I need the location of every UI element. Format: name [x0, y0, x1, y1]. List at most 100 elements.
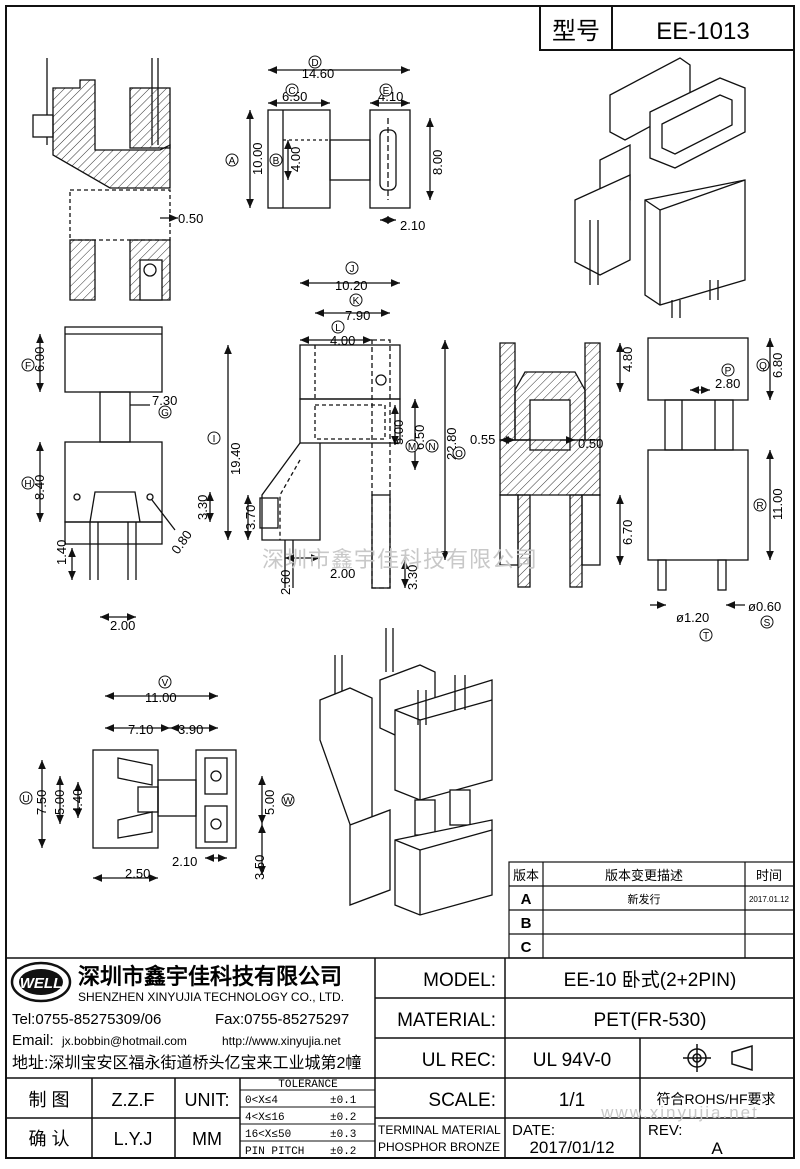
dim-v3-l: 4.00 — [330, 333, 355, 348]
header-part-number: EE-1013 — [656, 18, 749, 45]
dim-v6-v: 11.00 — [145, 690, 177, 705]
side-view-3 — [647, 337, 774, 609]
company-email-label: Email: — [12, 1032, 54, 1049]
revision-table-text: 版本 版本变更描述 时间 A 新发行 2017.01.12 B C — [513, 868, 790, 956]
svg-text:E: E — [383, 86, 390, 97]
dim-v6-c: 5.00 — [52, 790, 67, 815]
dim-v5-t: ø1.20 — [676, 610, 709, 625]
dim-v1-b: 4.00 — [288, 147, 303, 172]
company-logo: WELL — [10, 961, 72, 1003]
svg-text:B: B — [273, 156, 280, 167]
side-view-1 — [36, 326, 214, 621]
unit-value: MM — [192, 1129, 222, 1149]
svg-text:R: R — [756, 501, 763, 512]
svg-text:H: H — [24, 479, 31, 490]
dim-v3-k: 7.90 — [345, 308, 370, 323]
dim-v5-q: 6.80 — [770, 353, 785, 378]
rev-row-c: C — [521, 939, 532, 956]
dim-v3-s: 3.30 — [405, 565, 420, 590]
logo-text: WELL — [20, 975, 63, 992]
rev-row-b: B — [521, 915, 532, 932]
tolerance-label: TOLERANCE — [278, 1079, 338, 1091]
company-tel: Tel:0755-85275309/06 — [12, 1011, 161, 1028]
svg-text:C: C — [288, 86, 295, 97]
rev-value: A — [711, 1139, 723, 1158]
unit-label: UNIT: — [185, 1090, 230, 1110]
dim-v1-d: 14.60 — [302, 66, 335, 81]
rev-label: REV: — [648, 1122, 682, 1139]
view4-balloons: J K L I M N O — [207, 261, 466, 460]
svg-text:I: I — [213, 434, 216, 445]
isometric-view-2 — [319, 628, 493, 916]
svg-text:N: N — [428, 442, 435, 453]
rev-row-a-date: 2017.01.12 — [749, 895, 790, 904]
rev-row-a-desc: 新发行 — [628, 892, 661, 906]
tolerance-table: TOLERANCE 0<X≤4 ±0.1 4<X≤16 ±0.2 16<X≤50… — [245, 1079, 357, 1158]
svg-text:Q: Q — [759, 361, 767, 372]
dim-v5-s: ø0.60 — [748, 599, 781, 614]
rohs-note: 符合ROHS/HF要求 — [657, 1091, 776, 1107]
svg-text:P: P — [725, 366, 732, 377]
svg-text:O: O — [455, 449, 463, 460]
svg-text:D: D — [311, 58, 318, 69]
company-fax: Fax:0755-85275297 — [215, 1011, 349, 1028]
view5-dim-text: 0.55 0.50 4.80 6.70 — [470, 347, 635, 545]
svg-text:K: K — [353, 296, 360, 307]
svg-text:A: A — [229, 156, 236, 167]
dim-v4-p2: 0.50 — [578, 436, 603, 451]
svg-text:S: S — [764, 618, 771, 629]
svg-text:V: V — [162, 678, 169, 689]
projection-symbol-icon — [683, 1044, 753, 1072]
dim-v5-p: 2.80 — [715, 376, 740, 391]
dim-v6-b: 3.90 — [178, 722, 203, 737]
tol-range-3: PIN PITCH — [245, 1146, 304, 1158]
dim-v3-r: 2.00 — [330, 566, 355, 581]
tol-value-0: ±0.1 — [330, 1095, 357, 1107]
dim-v6-g: 2.50 — [125, 866, 150, 881]
date-value: 2017/01/12 — [529, 1138, 614, 1157]
view7-balloons: V U W — [19, 675, 295, 807]
isometric-view-1 — [574, 57, 746, 318]
company-name-en: SHENZHEN XINYUJIA TECHNOLOGY CO., LTD. — [78, 990, 344, 1004]
dim-v6-a: 7.10 — [128, 722, 153, 737]
top-view — [38, 692, 266, 882]
dim-v2-j: 1.40 — [54, 540, 69, 565]
rev-row-a: A — [521, 891, 532, 908]
date-label: DATE: — [512, 1122, 555, 1139]
dim-v6-w: 5.00 — [262, 790, 277, 815]
tol-value-2: ±0.3 — [330, 1129, 356, 1141]
section-view-2 — [499, 342, 624, 588]
dim-v2-g: 7.30 — [152, 393, 177, 408]
company-http: http://www.xinyujia.net — [222, 1034, 341, 1048]
model-label: MODEL: — [423, 970, 496, 991]
svg-text:T: T — [703, 631, 709, 642]
model-value: EE-10 卧式(2+2PIN) — [564, 969, 737, 991]
part-number-header: 型号 EE-1013 — [539, 5, 795, 51]
dim-v6-f: 3.50 — [252, 855, 267, 880]
view2-balloons: D C E A B — [225, 55, 393, 167]
view3-balloons: F G H — [21, 358, 172, 490]
draw-label: 制 图 — [28, 1090, 69, 1110]
dim-v1-a: 10.00 — [250, 142, 265, 175]
dim-v6-u: 7.50 — [34, 790, 49, 815]
dim-v3-p: 3.70 — [243, 505, 258, 530]
dim-v1-t: 0.50 — [178, 211, 203, 226]
header-label: 型号 — [552, 18, 600, 45]
company-name-cn: 深圳市鑫宇佳科技有限公司 — [78, 964, 342, 989]
rev-col-date: 时间 — [756, 868, 782, 883]
front-view-1 — [246, 66, 434, 224]
watermark-site: www.xinyujia.net — [600, 1103, 759, 1122]
scale-value: 1/1 — [559, 1090, 585, 1111]
check-label: 确 认 — [28, 1129, 69, 1149]
dim-v4-p4: 6.70 — [620, 520, 635, 545]
svg-text:W: W — [283, 796, 293, 807]
dim-v3-i: 19.40 — [228, 442, 243, 475]
tol-range-0: 0<X≤4 — [245, 1095, 278, 1107]
tol-range-1: 4<X≤16 — [245, 1112, 285, 1124]
dim-v6-d: 4.40 — [70, 789, 85, 814]
company-address: 地址:深圳宝安区福永街道桥头亿宝来工业城第2幢 — [12, 1054, 361, 1072]
svg-text:G: G — [161, 408, 169, 419]
draw-value: Z.Z.F — [112, 1090, 155, 1110]
dim-v3-m: 5.00 — [391, 420, 406, 445]
watermark-company: 深圳市鑫宇佳科技有限公司 — [262, 547, 538, 572]
